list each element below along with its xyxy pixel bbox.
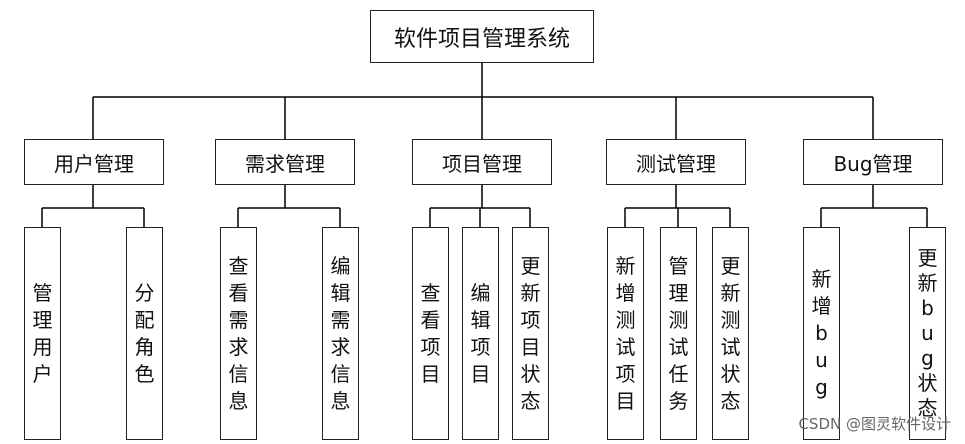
leaf-char: 户 bbox=[32, 361, 53, 386]
leaf-char: 增 bbox=[811, 294, 832, 318]
leaf-node: 分配角色 bbox=[126, 227, 163, 440]
leaf-char: 新 bbox=[917, 271, 938, 295]
leaf-char: 任 bbox=[668, 361, 689, 386]
module-label: 测试管理 bbox=[636, 151, 716, 176]
module-test-management: 测试管理 bbox=[606, 139, 746, 185]
leaf-char: 色 bbox=[134, 361, 155, 386]
leaf-char: 目 bbox=[520, 334, 541, 359]
leaf-char: 理 bbox=[32, 307, 53, 332]
leaf-char: 项 bbox=[470, 334, 491, 359]
leaf-char: 配 bbox=[134, 307, 155, 332]
leaf-char: 态 bbox=[520, 388, 541, 413]
leaf-char: 测 bbox=[668, 307, 689, 332]
module-label: Bug管理 bbox=[833, 151, 913, 176]
leaf-char: 新 bbox=[720, 280, 741, 305]
leaf-char: 新 bbox=[520, 280, 541, 305]
leaf-char: 管 bbox=[668, 253, 689, 278]
leaf-node: 查看需求信息 bbox=[220, 227, 257, 440]
module-label: 需求管理 bbox=[245, 151, 325, 176]
module-bug-management: Bug管理 bbox=[803, 139, 943, 185]
leaf-char: 试 bbox=[615, 334, 636, 359]
leaf-node: 编辑需求信息 bbox=[322, 227, 359, 440]
module-requirement-management: 需求管理 bbox=[215, 139, 355, 185]
leaf-char: b bbox=[815, 321, 828, 345]
leaf-char: 更 bbox=[520, 253, 541, 278]
watermark-text: CSDN @图灵软件设计 bbox=[798, 415, 951, 433]
leaf-node: 新增测试项目 bbox=[607, 227, 644, 440]
leaf-char: g bbox=[921, 346, 934, 370]
leaf-char: 状 bbox=[917, 371, 938, 395]
leaf-char: 测 bbox=[720, 307, 741, 332]
leaf-char: 息 bbox=[330, 388, 351, 413]
leaf-char: 试 bbox=[720, 334, 741, 359]
leaf-char: 增 bbox=[615, 280, 636, 305]
leaf-char: 项 bbox=[615, 361, 636, 386]
leaf-char: 求 bbox=[228, 334, 249, 359]
leaf-char: 查 bbox=[420, 280, 441, 305]
leaf-char: 看 bbox=[228, 280, 249, 305]
leaf-char: 项 bbox=[420, 334, 441, 359]
module-project-management: 项目管理 bbox=[412, 139, 552, 185]
leaf-char: 查 bbox=[228, 253, 249, 278]
leaf-char: 态 bbox=[917, 396, 938, 420]
leaf-char: b bbox=[921, 296, 934, 320]
leaf-char: 目 bbox=[615, 388, 636, 413]
module-label: 用户管理 bbox=[54, 151, 134, 176]
leaf-node: 更新测试状态 bbox=[712, 227, 749, 440]
leaf-node: 查看项目 bbox=[412, 227, 449, 440]
module-user-management: 用户管理 bbox=[24, 139, 164, 185]
leaf-char: 信 bbox=[228, 361, 249, 386]
leaf-char: 目 bbox=[420, 361, 441, 386]
root-node: 软件项目管理系统 bbox=[370, 10, 594, 63]
leaf-node: 更新项目状态 bbox=[512, 227, 549, 440]
leaf-char: 分 bbox=[134, 280, 155, 305]
leaf-char: 辑 bbox=[330, 280, 351, 305]
leaf-char: 状 bbox=[520, 361, 541, 386]
leaf-char: 用 bbox=[32, 334, 53, 359]
leaf-char: 务 bbox=[668, 388, 689, 413]
leaf-char: 测 bbox=[615, 307, 636, 332]
leaf-char: 求 bbox=[330, 334, 351, 359]
leaf-char: 角 bbox=[134, 334, 155, 359]
leaf-node: 管理用户 bbox=[24, 227, 61, 440]
module-label: 项目管理 bbox=[442, 151, 522, 176]
leaf-char: 理 bbox=[668, 280, 689, 305]
leaf-char: 新 bbox=[615, 253, 636, 278]
leaf-char: 更 bbox=[917, 246, 938, 270]
leaf-char: 需 bbox=[330, 307, 351, 332]
leaf-char: 新 bbox=[811, 267, 832, 291]
leaf-char: 编 bbox=[330, 253, 351, 278]
leaf-char: 管 bbox=[32, 280, 53, 305]
leaf-char: u bbox=[921, 321, 934, 345]
leaf-node: 编辑项目 bbox=[462, 227, 499, 440]
root-label: 软件项目管理系统 bbox=[393, 26, 570, 52]
leaf-char: 需 bbox=[228, 307, 249, 332]
leaf-char: 试 bbox=[668, 334, 689, 359]
leaf-char: 看 bbox=[420, 307, 441, 332]
leaf-char: 更 bbox=[720, 253, 741, 278]
leaf-char: 状 bbox=[720, 361, 741, 386]
leaf-char: 辑 bbox=[470, 307, 491, 332]
leaf-node: 管理测试任务 bbox=[660, 227, 697, 440]
leaf-char: u bbox=[815, 348, 828, 372]
leaf-char: 项 bbox=[520, 307, 541, 332]
leaf-char: 息 bbox=[228, 388, 249, 413]
leaf-char: g bbox=[815, 375, 828, 399]
leaf-char: 态 bbox=[720, 388, 741, 413]
leaf-char: 编 bbox=[470, 280, 491, 305]
leaf-char: 目 bbox=[470, 361, 491, 386]
leaf-char: 信 bbox=[330, 361, 351, 386]
